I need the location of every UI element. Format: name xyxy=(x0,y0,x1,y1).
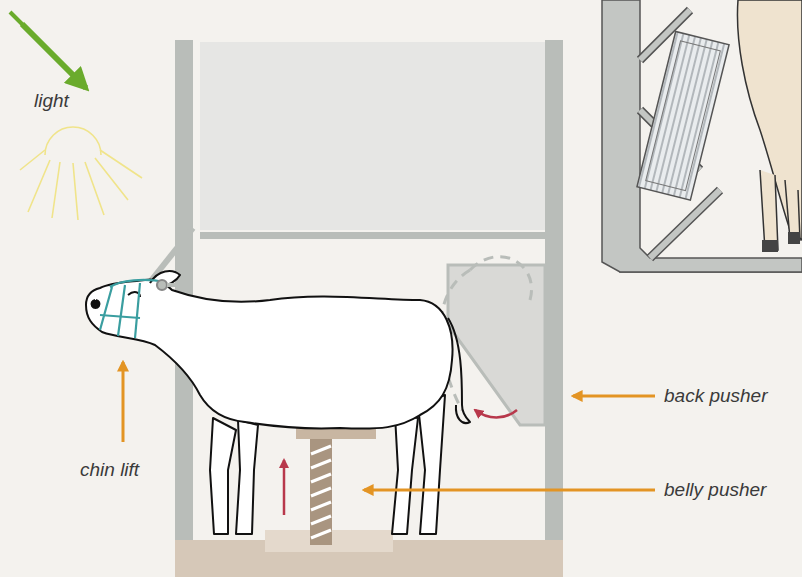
light-source xyxy=(10,12,142,220)
head-halter-part xyxy=(157,280,167,290)
rotating-box-inset-part xyxy=(788,232,800,244)
back-pusher-part xyxy=(470,257,532,300)
belly-pusher xyxy=(296,428,376,545)
belly-pusher-part-part xyxy=(311,502,331,510)
restraint-frame-part xyxy=(545,40,563,540)
belly-pusher-part-part xyxy=(311,446,331,454)
head-halter-part xyxy=(100,315,140,318)
belly-pusher-part-part xyxy=(311,530,331,538)
force-arrows-part xyxy=(475,410,517,418)
callout-label: chin lift xyxy=(80,460,139,481)
rotating-box-inset-part-part xyxy=(637,31,729,200)
cow-part xyxy=(236,420,258,534)
cow-part xyxy=(418,395,445,534)
rotating-box-inset-part xyxy=(602,0,802,272)
callout-label: back pusher xyxy=(664,386,768,407)
cow-part xyxy=(92,300,100,308)
cow-part xyxy=(392,415,418,534)
rotating-box-inset-part xyxy=(637,31,729,200)
belly-pusher-part xyxy=(311,446,331,538)
force-arrows-part xyxy=(573,395,655,398)
head-halter-part xyxy=(167,283,193,287)
cow xyxy=(86,271,470,534)
force-arrows-part xyxy=(283,460,286,515)
cow-part xyxy=(210,418,236,534)
head-halter-part xyxy=(100,283,140,338)
restraint-frame-part xyxy=(175,40,193,540)
force-arrows-part xyxy=(364,489,655,492)
belly-pusher-part-part xyxy=(311,488,331,496)
belly-pusher-part-part xyxy=(311,460,331,468)
rotating-box-inset-part xyxy=(760,170,800,250)
belly-pusher-part-part xyxy=(311,516,331,524)
belly-pusher-part xyxy=(296,428,376,439)
light-source-part xyxy=(10,12,34,36)
callout-label: light xyxy=(34,91,69,112)
rotating-box-inset-part xyxy=(762,240,778,252)
cow-part xyxy=(86,280,453,429)
cow-part xyxy=(448,318,470,423)
belly-pusher-part xyxy=(310,439,332,545)
back-pusher-part xyxy=(448,265,545,425)
restraint-frame-part xyxy=(200,232,545,239)
restraint-frame-part xyxy=(200,42,545,230)
callout-label: belly pusher xyxy=(664,480,766,501)
force-arrows xyxy=(123,362,655,515)
light-source-part xyxy=(20,150,142,220)
belly-pusher-part-part xyxy=(311,474,331,482)
force-arrows-part xyxy=(122,362,125,442)
rotating-box-inset xyxy=(602,0,802,272)
light-source-part xyxy=(45,127,101,155)
rotating-box-inset-part-part xyxy=(646,41,721,191)
head-halter xyxy=(100,280,193,338)
back-pusher xyxy=(440,257,545,425)
